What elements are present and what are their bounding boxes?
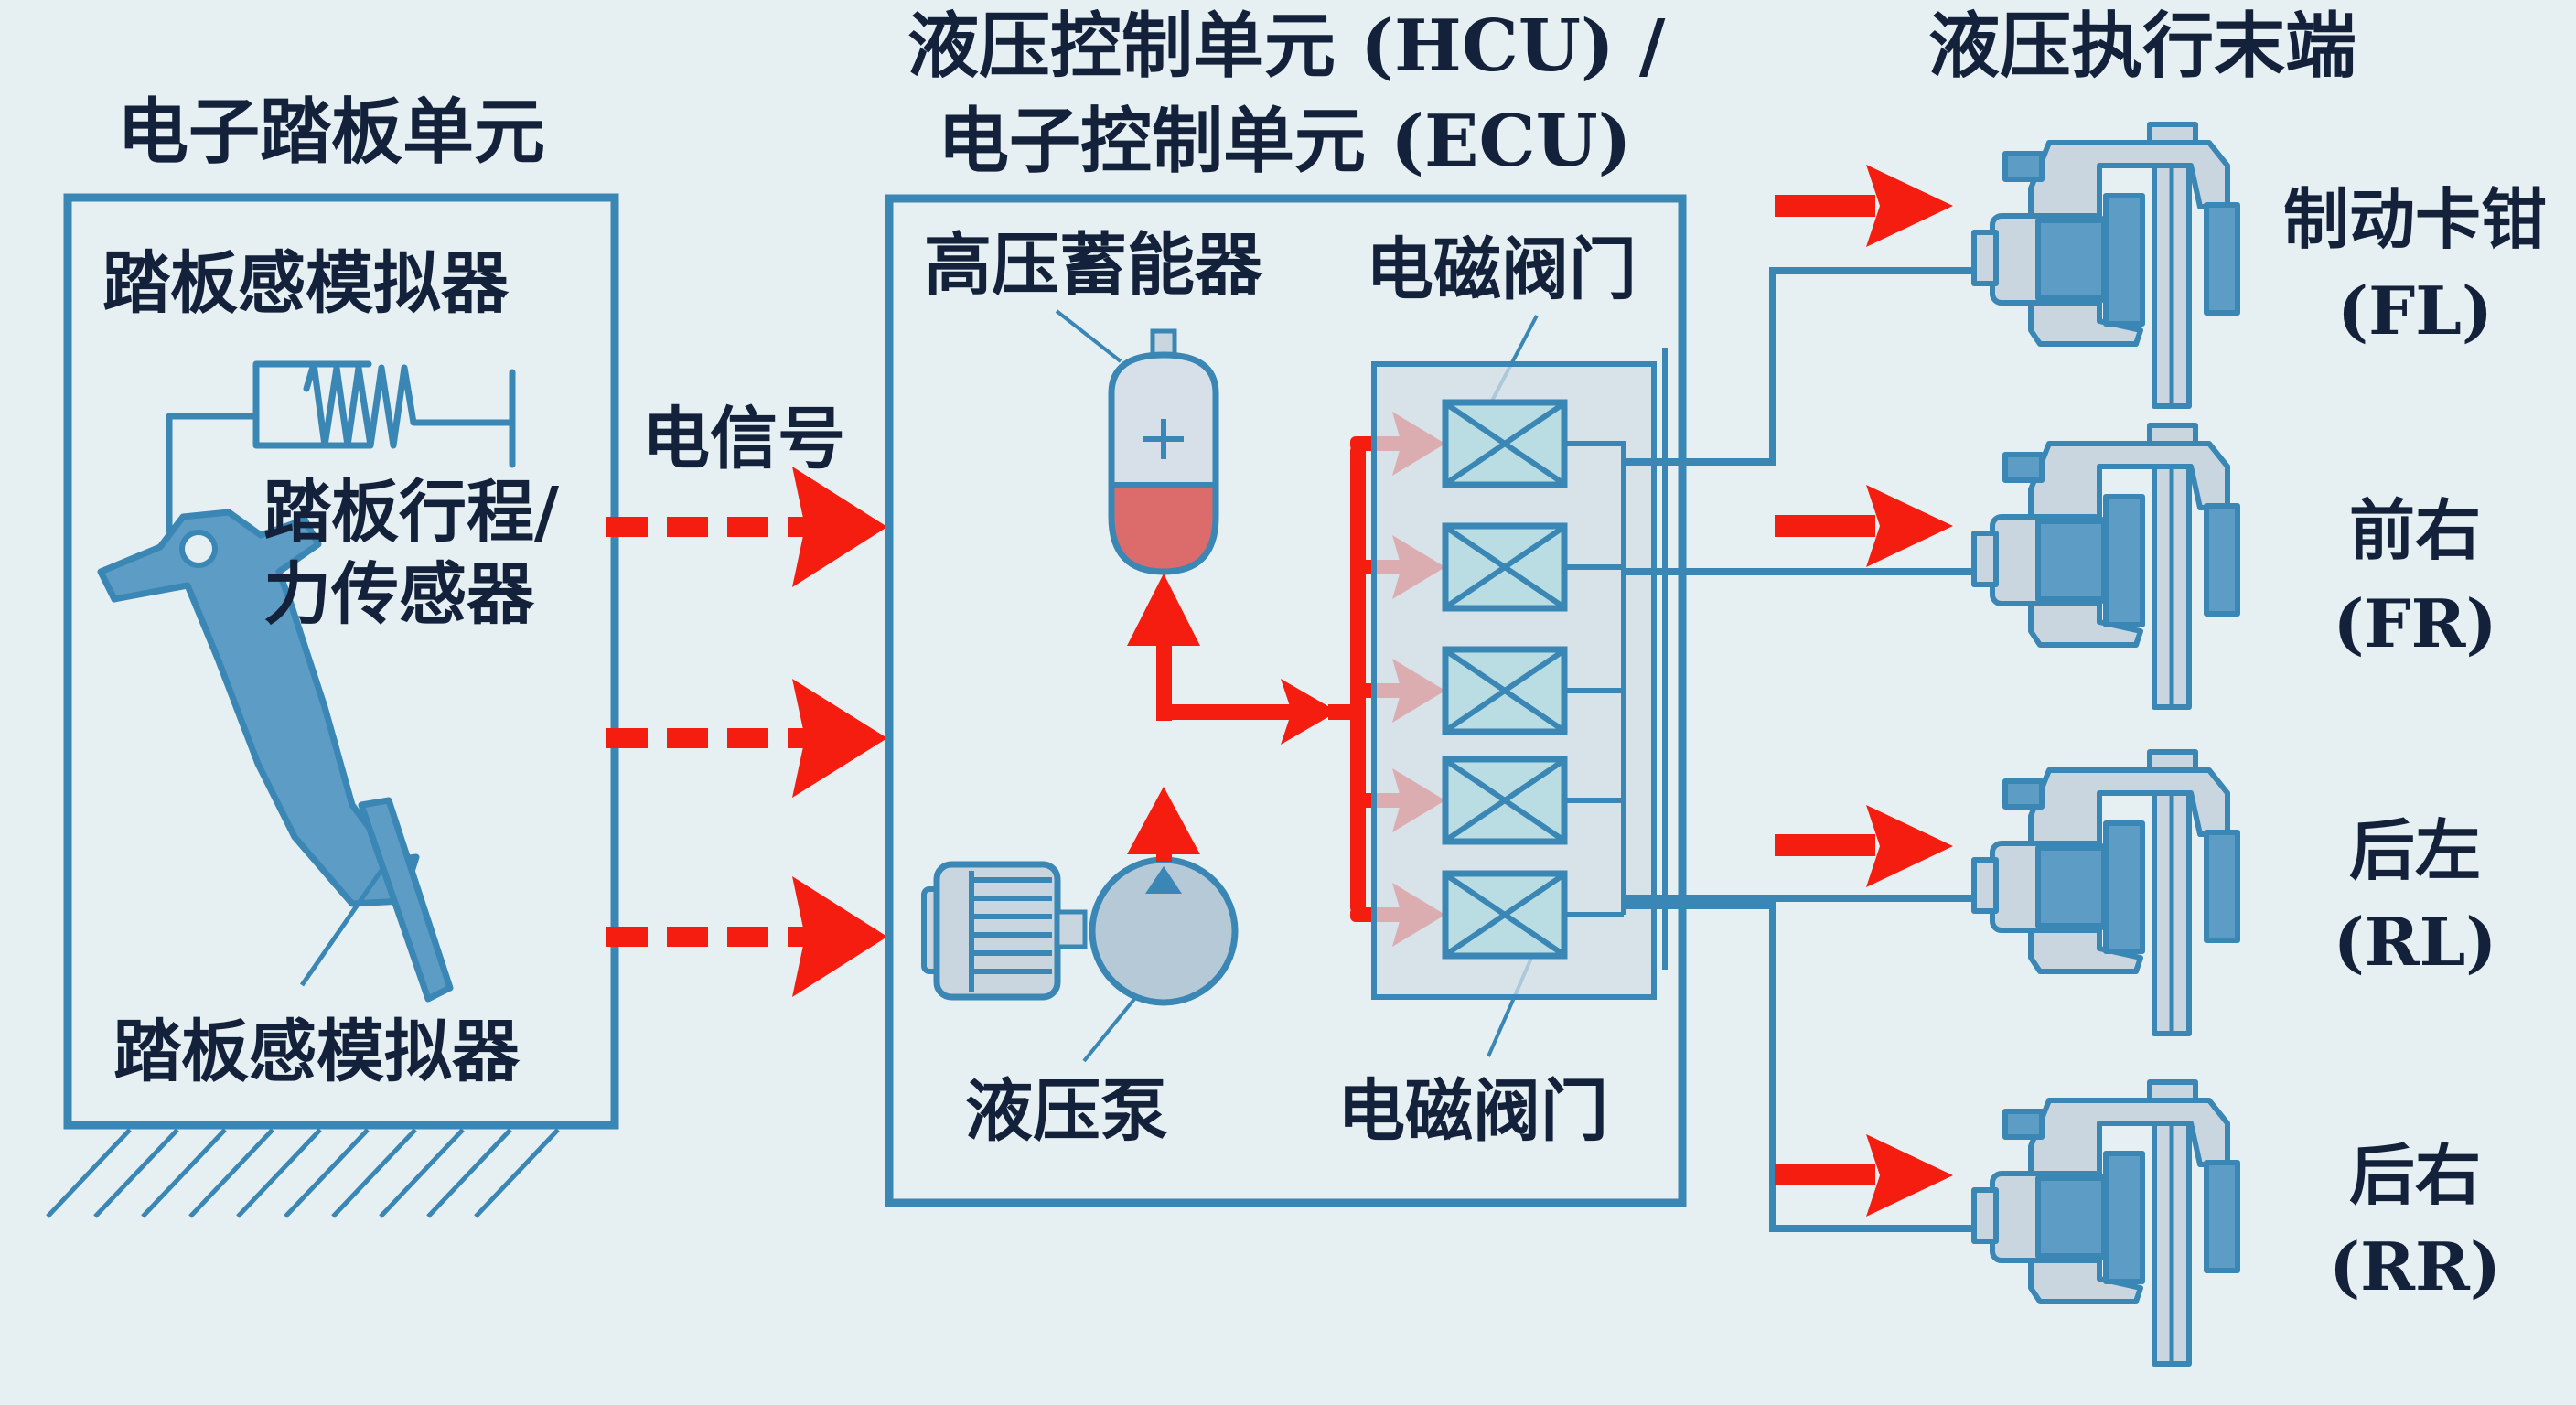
pedal-sensor-label-line1: 踏板行程/ (263, 473, 560, 552)
pedal-simulator-label-top: 踏板感模拟器 (102, 244, 509, 323)
valve-label-bottom: 电磁阀门 (1337, 1072, 1608, 1151)
pump-icon (1089, 856, 1239, 1006)
brake-caliper-rl-icon (1971, 749, 2240, 1036)
signal-arrow-2 (606, 679, 887, 798)
caliper-fl-code: (FL) (2337, 272, 2493, 349)
brake-caliper-rr-icon (1971, 1079, 2240, 1367)
spring-icon (166, 360, 516, 534)
signal-arrow-3 (606, 876, 887, 997)
pedal-icon (97, 509, 454, 1003)
actuator-arrow-rr (1775, 1134, 1953, 1217)
signal-arrows (606, 467, 887, 997)
ground-hatching (46, 1128, 560, 1218)
brake-caliper-fl-icon (1971, 122, 2240, 409)
caliper-fr-name: 前右 (2348, 491, 2481, 569)
brake-lines (1624, 267, 1992, 1232)
caliper-rl-code: (RL) (2333, 903, 2497, 981)
actuator-arrows (1775, 165, 1953, 1217)
caliper-rr-code: (RR) (2329, 1228, 2501, 1305)
brake-caliper-fr-icon (1971, 423, 2240, 710)
pedal-unit-box (63, 193, 619, 1130)
actuator-arrow-fl (1775, 165, 1953, 247)
caliper-fl-name: 制动卡钳 (2282, 180, 2547, 258)
electric-signal-label: 电信号 (642, 400, 845, 478)
actuator-arrow-fr (1775, 485, 1953, 567)
pedal-simulator-label-bottom: 踏板感模拟器 (113, 1013, 520, 1091)
caliper-fr-code: (FR) (2333, 585, 2497, 662)
solenoid-valve-icon (1442, 870, 1568, 960)
pedal-unit-title: 电子踏板单元 (117, 91, 546, 174)
valve-label-top: 电磁阀门 (1366, 231, 1637, 309)
caliper-rl-name: 后左 (2348, 811, 2481, 889)
brake-calipers (1971, 122, 2240, 1367)
solenoid-valve-icon (1442, 399, 1568, 488)
accumulator-icon (1108, 328, 1219, 575)
hcu-title-line2: 电子控制单元 (ECU) (938, 100, 1632, 183)
solenoid-valve-icon (1442, 646, 1568, 735)
actuator-arrow-rl (1775, 805, 1953, 887)
solenoid-valve-icon (1442, 522, 1568, 612)
valve-output-pipes (1564, 348, 1668, 970)
pedal-sensor-label-line2: 力传感器 (263, 555, 534, 634)
solenoid-valves (1442, 399, 1568, 960)
accumulator-label: 高压蓄能器 (924, 226, 1262, 305)
motor-icon (921, 861, 1088, 1001)
solenoid-valve-icon (1442, 756, 1568, 845)
hcu-title-line1: 液压控制单元 (HCU) / (907, 5, 1666, 88)
actuators-title: 液压执行末端 (1928, 5, 2357, 88)
hcu-box (885, 194, 1687, 1207)
caliper-rr-name: 后右 (2348, 1136, 2481, 1214)
signal-arrow-1 (606, 467, 887, 587)
pump-label: 液压泵 (965, 1072, 1168, 1151)
